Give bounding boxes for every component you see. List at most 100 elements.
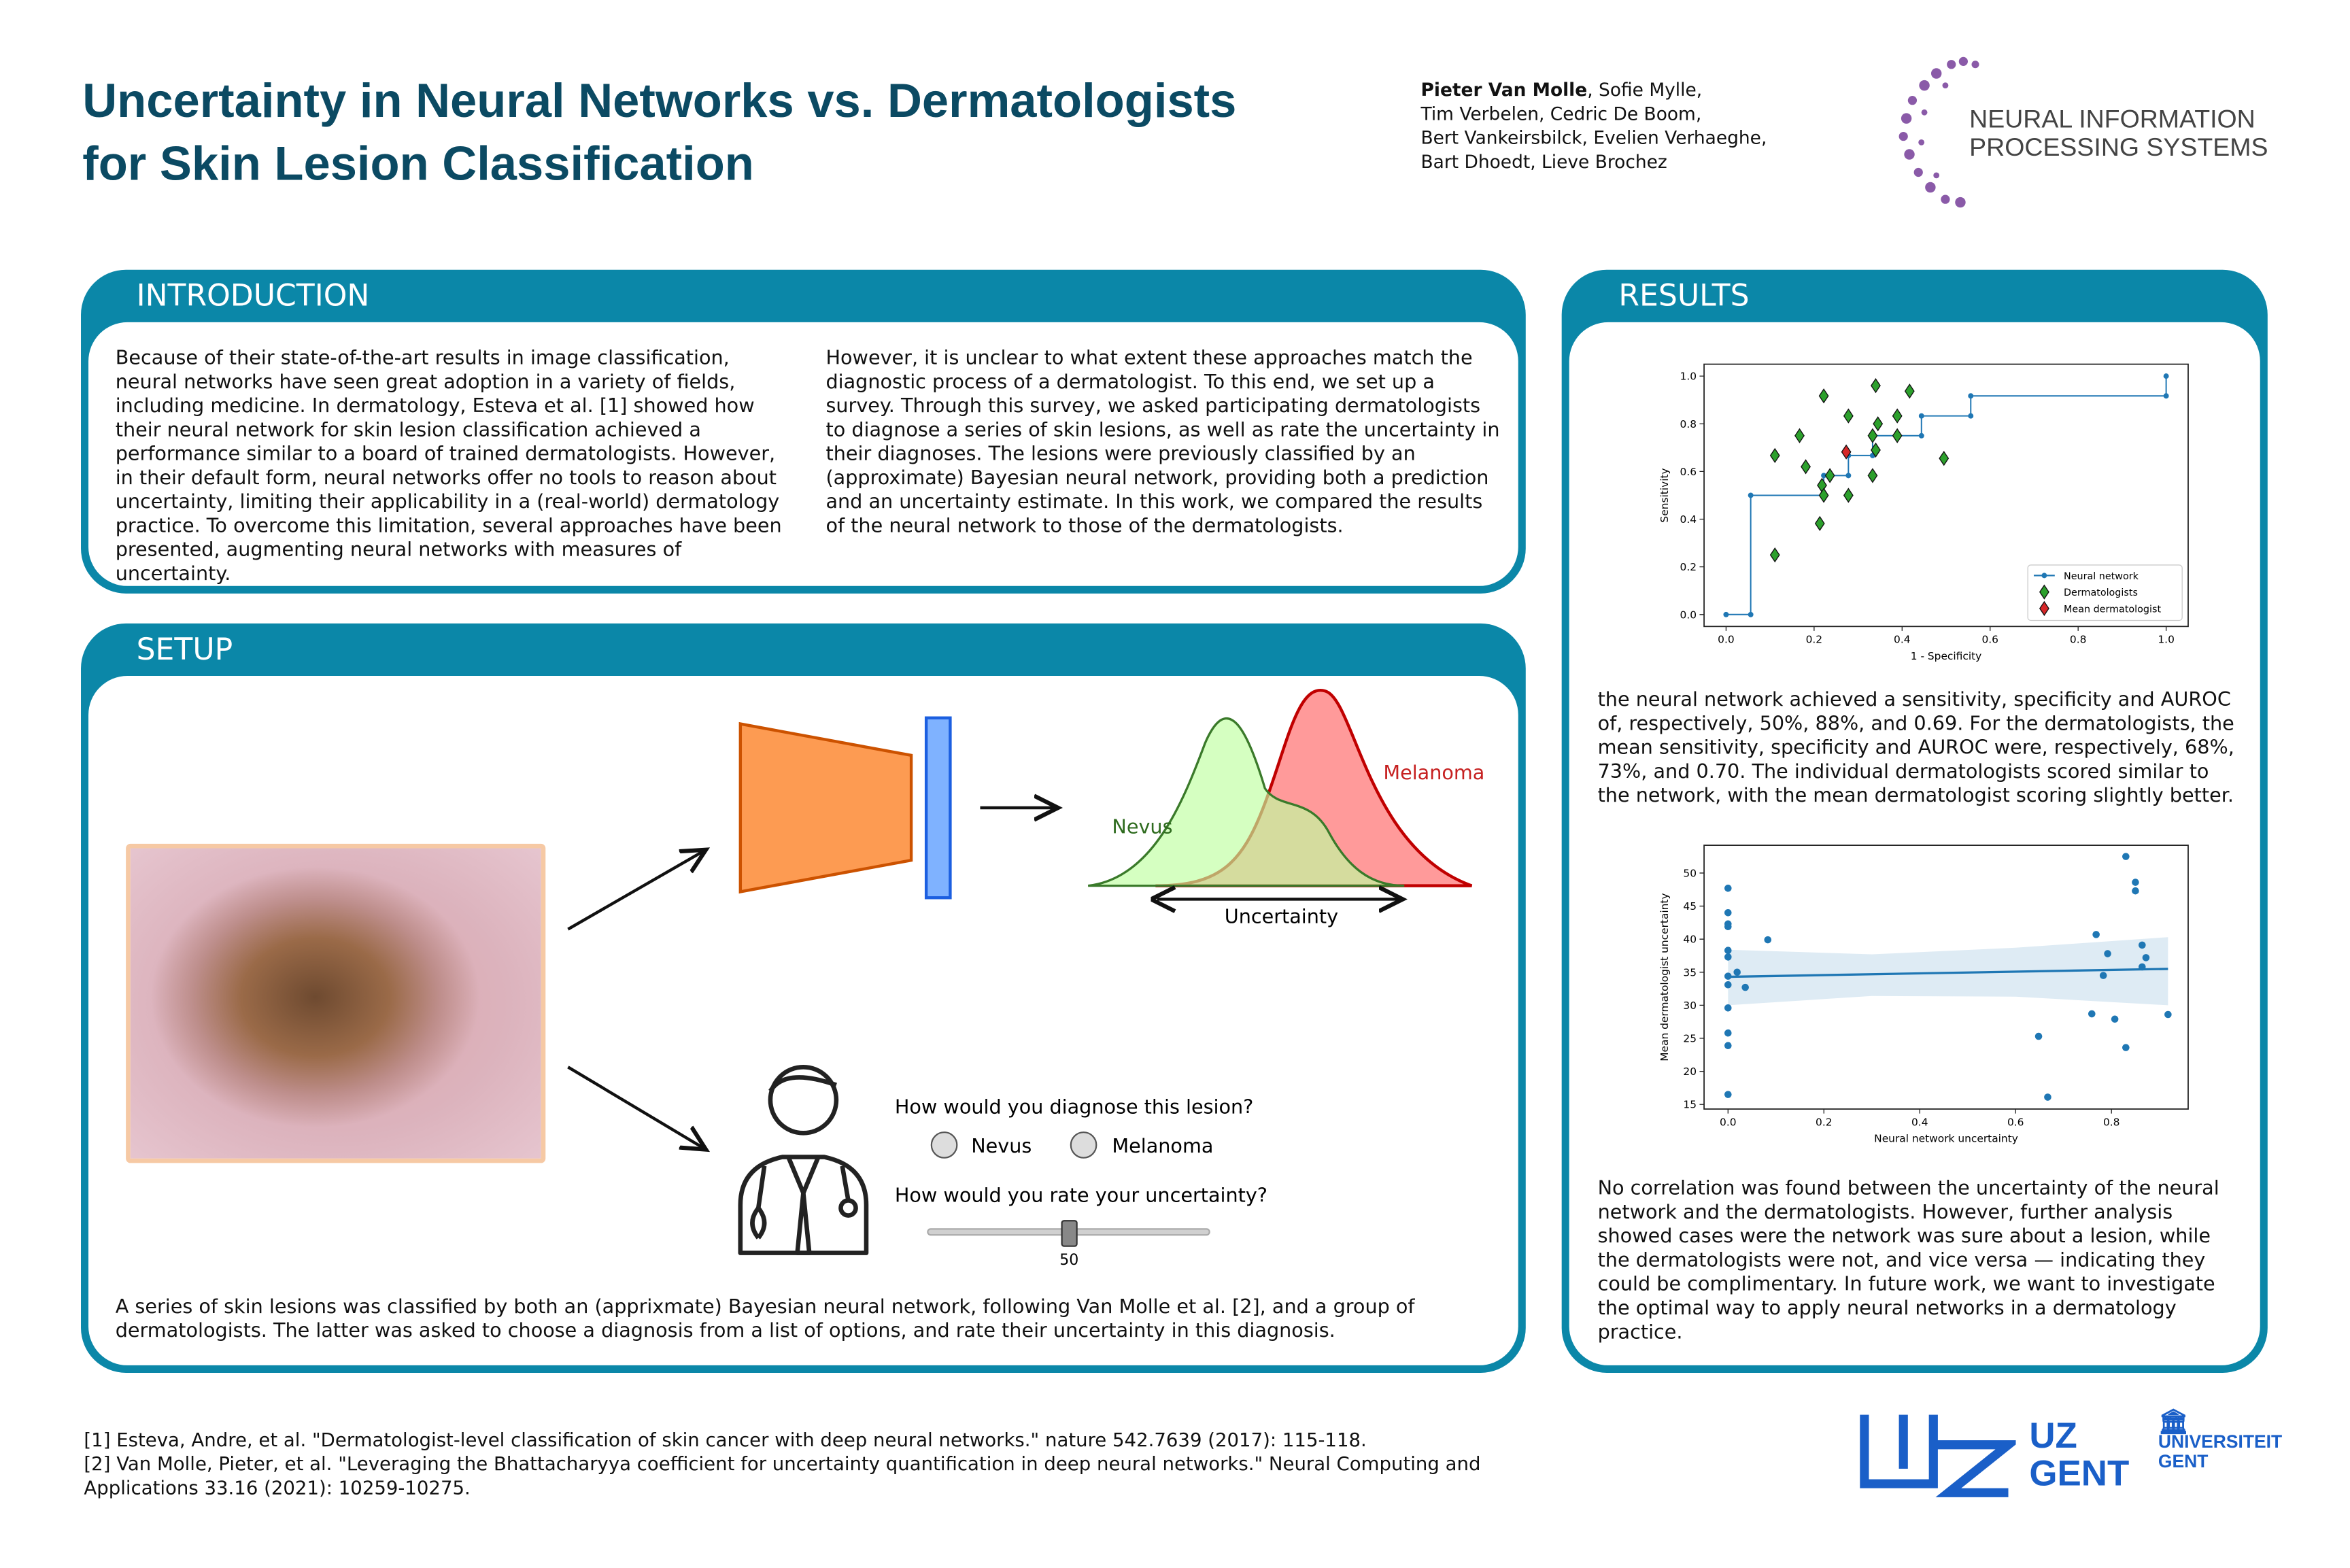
setup-panel: SETUP Nevus Melanoma Uncertainty How wou… [81, 623, 1526, 1373]
intro-col1: Because of their state-of-the-art result… [115, 347, 782, 586]
references: [1] Esteva, Andre, et al. "Dermatologist… [84, 1429, 1552, 1501]
data-point [1724, 947, 1732, 954]
data-point [2111, 1015, 2119, 1023]
arrow-to-doctor [567, 1066, 706, 1149]
legend-label: Dermatologists [2064, 587, 2138, 598]
nn-roc-point [1845, 473, 1852, 479]
y-tick-label: 20 [1683, 1066, 1697, 1078]
dermatologist-point [1794, 428, 1805, 443]
uncertainty-slider-thumb[interactable] [1061, 1220, 1078, 1247]
data-point [2142, 954, 2150, 961]
diagnose-question: How would you diagnose this lesion? [895, 1095, 1254, 1119]
skin-lesion-image [126, 843, 546, 1163]
legend-label: Neural network [2064, 571, 2139, 582]
nn-roc-point [1748, 492, 1754, 498]
dermatologist-point [1892, 428, 1903, 443]
melanoma-label: Melanoma [1383, 761, 1484, 784]
y-axis-label: Sensitivity [1658, 468, 1671, 522]
y-tick-label: 25 [1683, 1033, 1697, 1045]
legend-label: Mean dermatologist [2064, 604, 2161, 615]
data-point [1733, 968, 1741, 976]
nn-roc-point [1723, 611, 1729, 617]
radio-melanoma-label: Melanoma [1112, 1134, 1213, 1157]
data-point [2104, 950, 2111, 957]
doctor-icon [738, 1065, 869, 1255]
x-axis-label: Neural network uncertainty [1874, 1133, 2018, 1145]
y-tick-label: 1.0 [1680, 371, 1697, 383]
nn-roc-point [2163, 373, 2169, 379]
radio-melanoma[interactable] [1070, 1131, 1097, 1159]
dermatologist-point [1769, 547, 1780, 563]
intro-col2: However, it is unclear to what extent th… [825, 347, 1500, 539]
data-point [1724, 1029, 1732, 1037]
x-tick-label: 0.8 [2103, 1116, 2120, 1128]
dermatologist-point [1939, 450, 1949, 466]
data-point [1724, 1091, 1732, 1098]
nn-roc-point [1748, 611, 1754, 617]
legend-mean-marker [2039, 600, 2049, 616]
dermatologist-point [1904, 384, 1915, 399]
reference-1: [1] Esteva, Andre, et al. "Dermatologist… [84, 1428, 1367, 1451]
data-point [2088, 1010, 2096, 1018]
results-para2: No correlation was found between the unc… [1597, 1178, 2219, 1345]
dermatologist-point [1824, 468, 1835, 483]
dermatologist-point [1818, 388, 1829, 404]
dermatologist-point [1843, 488, 1854, 503]
regression-line [1728, 968, 2168, 978]
plot-frame [1703, 845, 2189, 1110]
nevus-distribution [1087, 717, 1405, 887]
data-point [1724, 981, 1732, 989]
data-point [1724, 885, 1732, 892]
setup-diagram: Nevus Melanoma Uncertainty How would you… [567, 688, 1484, 1269]
legend-box [2027, 564, 2183, 621]
dermatologist-point [1814, 515, 1825, 531]
y-tick-label: 40 [1683, 934, 1697, 946]
results-para1: the neural network achieved a sensitivit… [1597, 689, 2234, 808]
nn-roc-point [1968, 413, 1974, 419]
data-point [1724, 972, 1732, 980]
y-tick-label: 0.2 [1680, 561, 1697, 573]
uncertainty-question: How would you rate your uncertainty? [895, 1184, 1267, 1207]
arrow-to-network [567, 850, 706, 931]
x-tick-label: 0.0 [1720, 1116, 1737, 1128]
nn-roc-point [1821, 473, 1827, 479]
x-tick-label: 0.2 [1816, 1116, 1833, 1128]
radio-nevus[interactable] [930, 1131, 958, 1159]
y-tick-label: 0.0 [1680, 609, 1697, 621]
y-tick-label: 30 [1683, 1000, 1697, 1012]
data-point [2092, 931, 2100, 938]
data-point [1741, 983, 1749, 991]
y-tick-label: 0.6 [1680, 466, 1697, 478]
y-tick-label: 0.8 [1680, 418, 1697, 430]
y-axis-label: Mean dermatologist uncertainty [1658, 893, 1671, 1061]
poster-title: Uncertainty in Neural Networks vs. Derma… [82, 73, 1237, 190]
nn-roc-point [2163, 393, 2169, 399]
data-point [2164, 1010, 2172, 1019]
data-point [2044, 1093, 2051, 1101]
data-point [2132, 879, 2139, 886]
setup-heading: SETUP [136, 630, 233, 667]
introduction-panel: INTRODUCTION Because of their state-of-t… [81, 269, 1526, 594]
x-tick-label: 0.2 [1806, 634, 1823, 646]
y-tick-label: 35 [1683, 966, 1697, 978]
mean-dermatologist-point [1841, 444, 1852, 460]
latent-bar [924, 716, 952, 900]
data-point [2034, 1032, 2043, 1040]
dermatologist-point [1867, 428, 1878, 443]
dermatologist-point [1801, 459, 1811, 475]
y-tick-label: 45 [1683, 900, 1697, 913]
data-point [2139, 941, 2146, 949]
results-heading: RESULTS [1618, 277, 1750, 313]
x-tick-label: 1.0 [2158, 634, 2175, 646]
encoder-trapezoid [738, 721, 913, 894]
setup-caption: A series of skin lesions was classified … [115, 1296, 1415, 1343]
dermatologist-point [1871, 378, 1881, 394]
dermatologist-point [1867, 468, 1878, 483]
nn-roc-point [1918, 413, 1924, 419]
data-point [2122, 1044, 2130, 1051]
